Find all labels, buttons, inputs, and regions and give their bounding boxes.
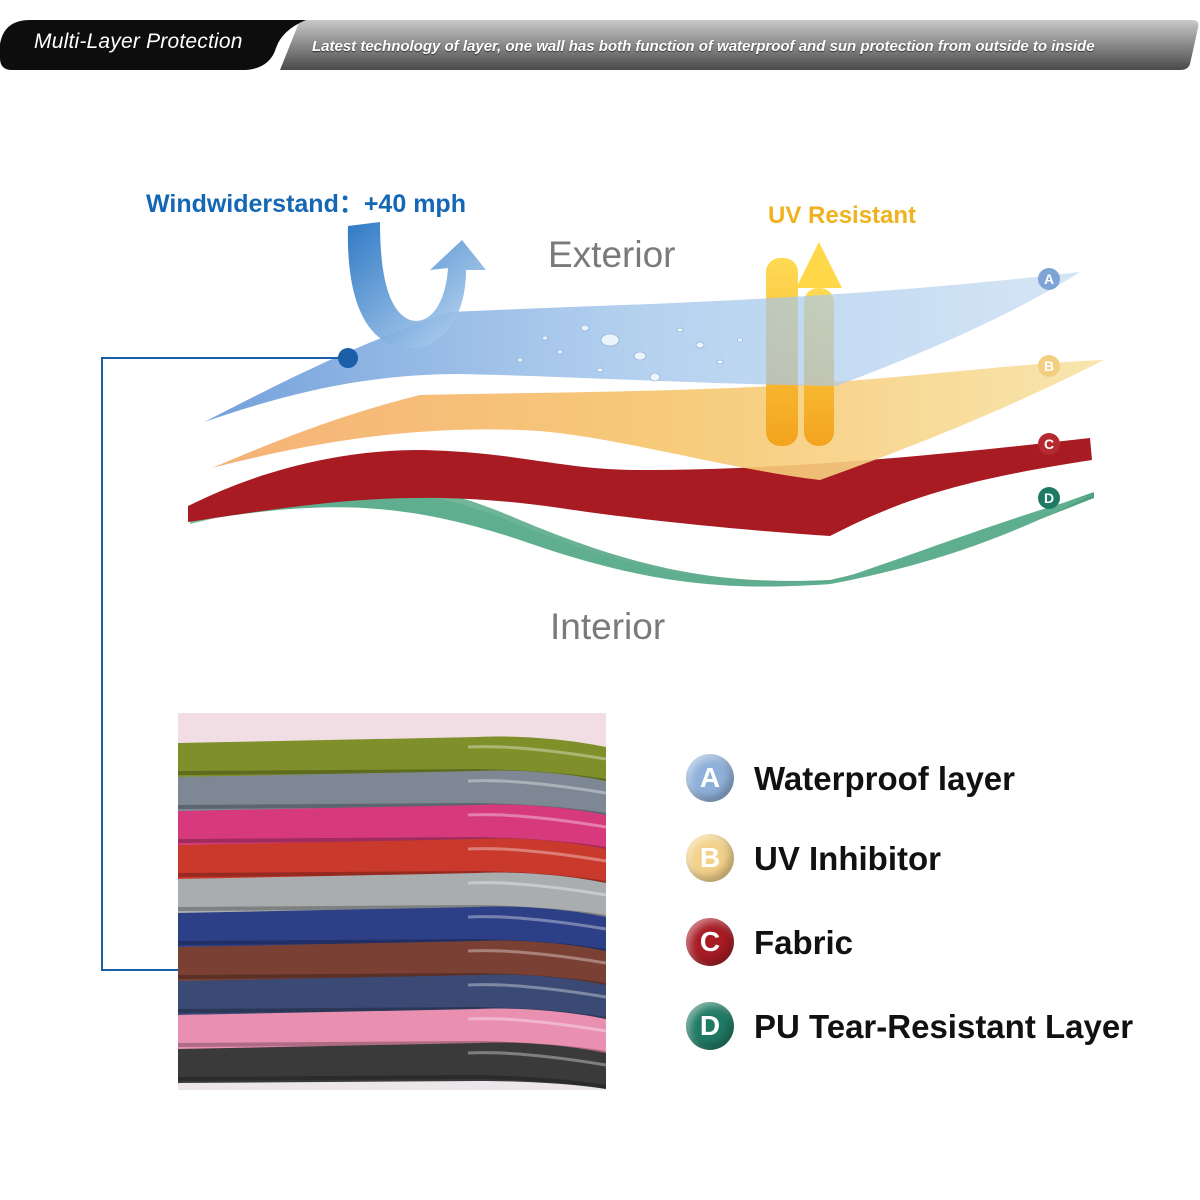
legend-label-d: PU Tear-Resistant Layer [754, 1008, 1134, 1045]
fabric-stack-image [177, 713, 607, 1090]
layer-b [212, 360, 1104, 480]
layer-d-fill [190, 488, 1094, 587]
fabric-stack-photo [177, 713, 607, 1090]
layer-a [204, 272, 1080, 422]
water-droplets [516, 324, 743, 382]
legend-badge-b: B [686, 834, 734, 882]
wind-arrow-icon [347, 222, 486, 349]
legend-badge-d: D [686, 1002, 734, 1050]
banner-description: Latest technology of layer, one wall has… [312, 38, 1095, 55]
badge-d: D [1038, 487, 1060, 509]
badge-a: A [1038, 268, 1060, 290]
exterior-label: Exterior [548, 234, 676, 275]
badge-b: B [1038, 355, 1060, 377]
header-banner: Multi-Layer Protection Latest technology… [0, 18, 1200, 70]
wind-resistance-label: Windwiderstand：+40 mph [146, 190, 466, 218]
legend-label-c: Fabric [754, 924, 854, 961]
fabric-fold [177, 1042, 607, 1089]
badge-c: C [1038, 433, 1060, 455]
legend-label-b: UV Inhibitor [754, 840, 941, 877]
banner-title: Multi-Layer Protection [34, 30, 243, 53]
legend-badge-a: A [686, 754, 734, 802]
legend-badge-c: C [686, 918, 734, 966]
uv-resistant-label: UV Resistant [768, 202, 917, 229]
legend-label-a: Waterproof layer [754, 760, 1016, 797]
layer-c [188, 438, 1092, 536]
banner-background [0, 20, 1199, 70]
interior-label: Interior [550, 606, 666, 647]
